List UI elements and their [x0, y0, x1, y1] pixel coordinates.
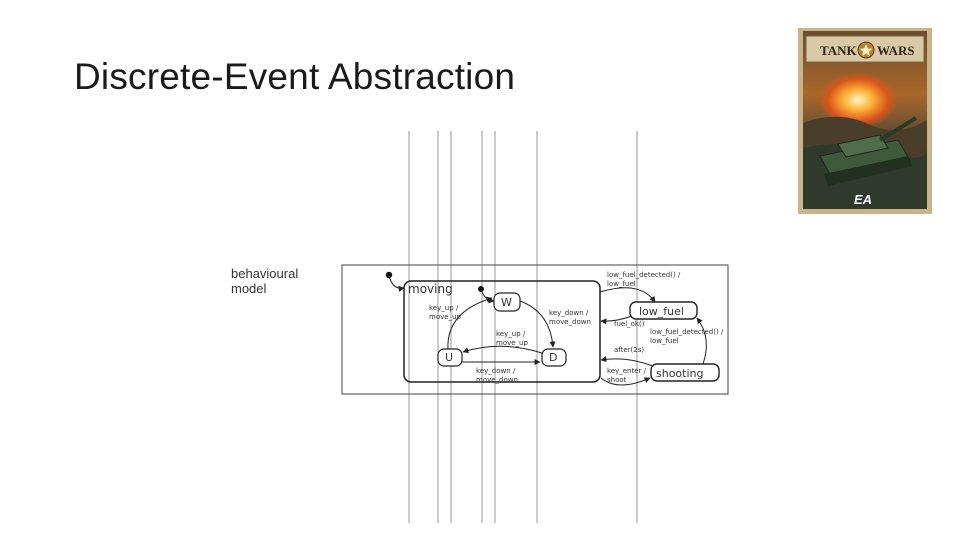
- u-to-w-event: key_up /: [429, 304, 459, 312]
- superstate-moving: [403, 280, 601, 383]
- state-u: [437, 348, 463, 367]
- svg-text:key_down / move_down: key_down / move_down: [476, 367, 518, 384]
- vertical-guide-lines: [408, 131, 638, 523]
- state-d: [541, 348, 567, 367]
- w-to-d-action: move_down: [549, 318, 591, 326]
- svg-text:low_fuel_detected() / low_: low_fuel_detected() / low_fuel: [607, 271, 683, 288]
- shooting-to-lowfuel-event: low_fuel_detected() /: [650, 328, 724, 336]
- state-u-label: U: [445, 351, 453, 364]
- slide-title: Discrete-Event Abstraction: [74, 56, 516, 97]
- svg-text:key_down / move_down: key_down / move_down: [549, 309, 591, 326]
- svg-text:key_up / move_up: key_up / move_up: [496, 330, 528, 347]
- label-line-2: model: [231, 281, 267, 296]
- moving-to-lowfuel-action: low_fuel: [607, 280, 636, 288]
- u-to-d-event: key_down /: [476, 367, 516, 375]
- cover-title-left: TANK: [820, 43, 857, 58]
- state-d-label: D: [549, 351, 557, 364]
- tank-wars-cover-image: TANK WARS EA: [798, 28, 932, 214]
- publisher-logo: EA: [854, 192, 872, 207]
- moving-to-shooting-action: shoot: [607, 376, 627, 384]
- d-to-u-event: key_up /: [496, 330, 526, 338]
- svg-text:key_up / move_up: key_up / move_up: [429, 304, 461, 321]
- w-to-d-event: key_down /: [549, 309, 589, 317]
- state-low-fuel-label: low_fuel: [639, 305, 684, 318]
- cover-title-right: WARS: [877, 43, 915, 58]
- u-to-d-action: move_down: [476, 376, 518, 384]
- shooting-to-lowfuel-action: low_fuel: [650, 337, 679, 345]
- moving-to-shooting-event: key_enter /: [607, 367, 647, 375]
- tank-illustration: [819, 116, 918, 186]
- d-to-u-action: move_up: [496, 339, 528, 347]
- u-to-w-action: move_up: [429, 313, 461, 321]
- diagram-frame: [341, 264, 729, 395]
- state-w-label: W: [501, 296, 512, 309]
- moving-to-lowfuel-event: low_fuel_detected() /: [607, 271, 681, 279]
- state-low-fuel: [629, 301, 698, 320]
- lowfuel-to-moving-event: fuel_ok(): [614, 320, 645, 328]
- state-shooting: [650, 363, 720, 382]
- svg-text:low_fuel_detected() / low_: low_fuel_detected() / low_fuel: [650, 328, 726, 345]
- superstate-moving-label: moving: [408, 282, 453, 296]
- shooting-to-moving-event: after(2s): [614, 346, 644, 354]
- behavioural-model-label: behavioural model: [231, 266, 298, 296]
- svg-text:key_enter / shoot: key_enter / shoot: [607, 367, 648, 384]
- label-line-1: behavioural: [231, 266, 299, 281]
- state-shooting-label: shooting: [656, 367, 704, 380]
